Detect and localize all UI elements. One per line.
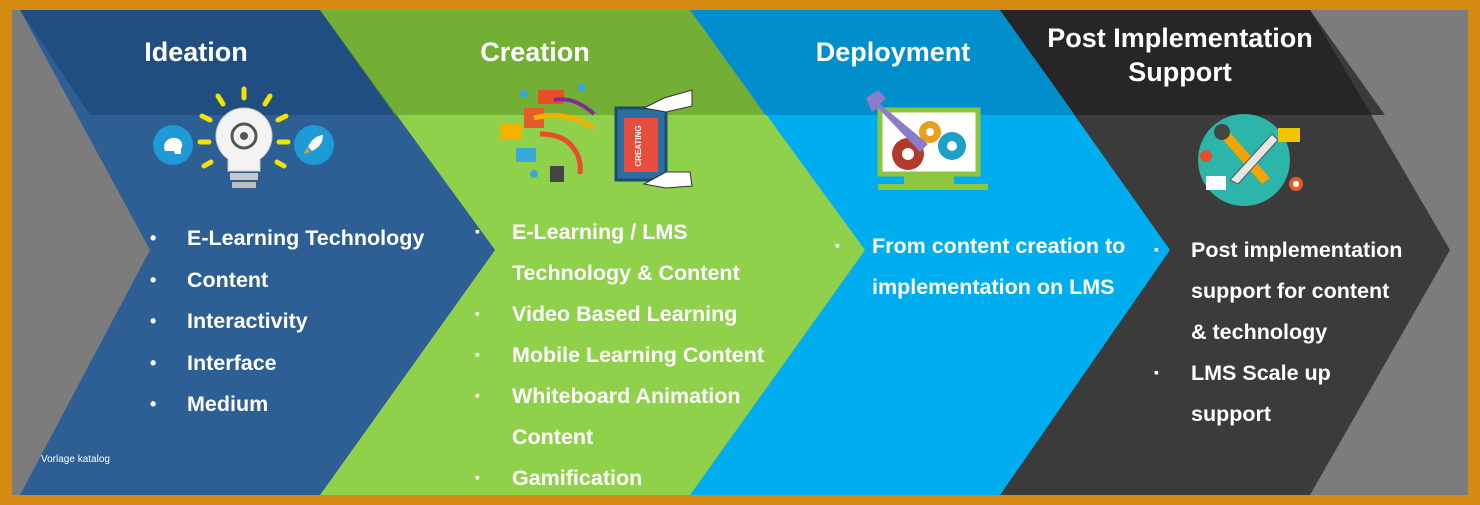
stage-title-support: Post Implementation Support [1030,21,1330,89]
creating-tablet-label: CREATING [634,125,643,166]
list-item: From content creation to [835,225,1125,267]
rocket-icon [294,125,334,165]
brain-icon [153,125,193,165]
monitor-gears-wrench-icon [866,90,988,190]
ideation-list: E-Learning Technology Content Interactiv… [150,218,424,426]
list-item-continuation: Content [512,425,594,449]
list-item: Content [150,260,424,302]
stage-title-creation: Creation [480,37,590,67]
list-item-continuation: support for content [1191,279,1390,303]
watermark-text: Vorlage katalog [41,454,110,465]
stage-title-support-line1: Post Implementation [1047,23,1313,53]
stage-title-ideation: Ideation [144,37,248,67]
list-item: Medium [150,384,424,426]
list-item: Interactivity [150,301,424,343]
list-item: Gamification [475,457,764,499]
stage-title-deployment: Deployment [815,37,971,67]
list-item: Post implementation [1154,229,1402,271]
creation-list: E-Learning / LMS Technology & Content Vi… [475,211,764,499]
stage-title-support-line2: Support [1128,57,1232,87]
list-item: LMS Scale up [1154,352,1402,394]
list-item-continuation: & technology [1191,320,1328,344]
deployment-list: From content creation to implementation … [835,225,1125,308]
list-item-continuation: Technology & Content [512,261,740,285]
list-item: Interface [150,343,424,385]
list-item-continuation: support [1191,402,1272,426]
list-item: E-Learning / LMS [475,211,764,253]
creating-tablet-icon: CREATING [500,84,693,189]
tools-circle-icon [1198,114,1303,206]
support-list: Post implementation support for content … [1154,229,1402,435]
list-item: Video Based Learning [475,293,764,335]
list-item-continuation: implementation on LMS [872,275,1115,299]
list-item: E-Learning Technology [150,218,424,260]
lightbulb-gear-icon [197,86,291,188]
list-item: Whiteboard Animation [475,375,764,417]
list-item: Mobile Learning Content [475,334,764,376]
